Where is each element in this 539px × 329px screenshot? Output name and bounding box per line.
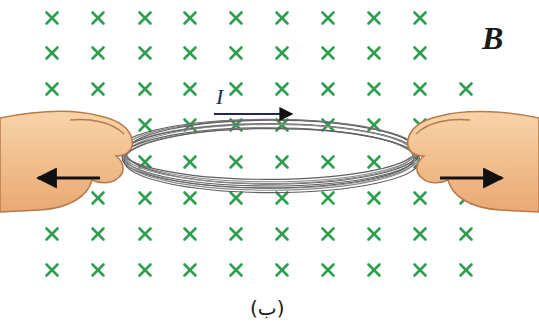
- field-cross: [47, 48, 58, 59]
- wire-coil: [120, 119, 420, 192]
- field-cross: [415, 84, 426, 95]
- field-cross: [231, 13, 242, 24]
- field-cross: [323, 13, 334, 24]
- field-cross: [140, 84, 151, 95]
- field-cross: [461, 84, 472, 95]
- field-cross: [185, 48, 196, 59]
- field-cross: [369, 265, 380, 276]
- field-cross: [231, 157, 242, 168]
- field-cross: [369, 84, 380, 95]
- field-cross: [369, 48, 380, 59]
- field-cross: [185, 193, 196, 204]
- field-cross: [415, 229, 426, 240]
- field-cross: [415, 48, 426, 59]
- field-cross: [93, 193, 104, 204]
- field-cross: [461, 265, 472, 276]
- field-cross: [277, 193, 288, 204]
- field-cross: [47, 13, 58, 24]
- current-label: I: [216, 86, 223, 108]
- field-cross: [231, 48, 242, 59]
- field-label: B: [482, 22, 503, 54]
- field-cross: [415, 265, 426, 276]
- field-cross: [93, 265, 104, 276]
- field-cross: [185, 265, 196, 276]
- field-cross: [323, 48, 334, 59]
- field-cross: [47, 229, 58, 240]
- field-cross: [277, 157, 288, 168]
- field-cross: [415, 193, 426, 204]
- field-cross: [277, 48, 288, 59]
- pull-arrow: [440, 177, 502, 180]
- coil-turn: [126, 120, 418, 184]
- field-cross: [140, 193, 151, 204]
- field-cross: [140, 120, 151, 131]
- field-cross: [185, 13, 196, 24]
- field-cross: [185, 229, 196, 240]
- caption: (ب): [250, 298, 284, 318]
- field-cross: [415, 13, 426, 24]
- field-cross: [140, 48, 151, 59]
- field-cross: [369, 13, 380, 24]
- field-cross: [185, 157, 196, 168]
- field-cross: [231, 265, 242, 276]
- field-cross: [93, 84, 104, 95]
- field-cross: [369, 157, 380, 168]
- field-cross: [323, 84, 334, 95]
- field-cross: [93, 229, 104, 240]
- field-cross: [140, 265, 151, 276]
- right-hand: [408, 112, 539, 212]
- field-cross: [461, 229, 472, 240]
- field-cross: [369, 229, 380, 240]
- field-cross: [323, 265, 334, 276]
- field-cross: [231, 193, 242, 204]
- field-cross: [231, 229, 242, 240]
- field-cross: [277, 13, 288, 24]
- field-cross: [47, 84, 58, 95]
- field-cross: [140, 13, 151, 24]
- left-hand: [0, 112, 132, 212]
- field-cross: [93, 13, 104, 24]
- field-cross: [323, 193, 334, 204]
- field-cross: [231, 84, 242, 95]
- left-thumb: [70, 120, 124, 134]
- right-thumb: [416, 120, 470, 134]
- field-cross: [185, 84, 196, 95]
- current-arrow: [214, 113, 292, 115]
- coil-turn: [124, 129, 420, 193]
- field-cross: [277, 84, 288, 95]
- coil-turn: [125, 124, 419, 188]
- field-cross: [93, 48, 104, 59]
- field-cross: [323, 229, 334, 240]
- pull-arrow: [38, 177, 100, 180]
- field-cross: [277, 265, 288, 276]
- field-cross: [47, 265, 58, 276]
- field-cross: [140, 229, 151, 240]
- field-cross: [323, 157, 334, 168]
- field-cross: [277, 229, 288, 240]
- field-cross: [369, 193, 380, 204]
